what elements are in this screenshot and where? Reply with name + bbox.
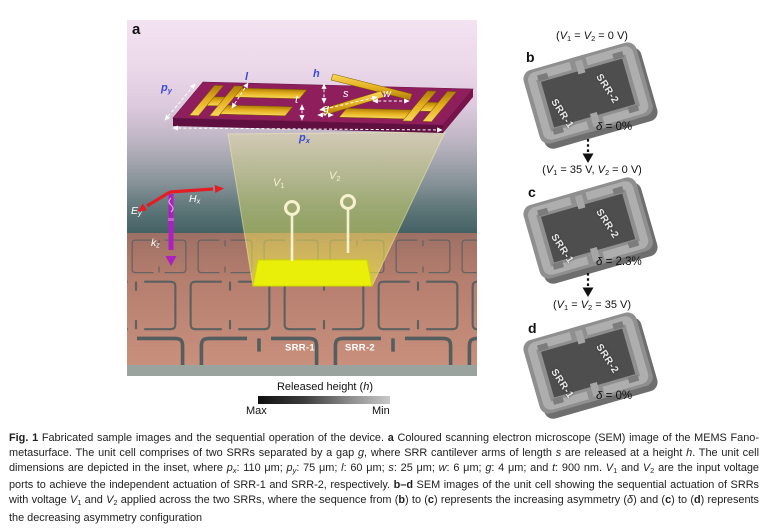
sequence-arrow-icon: [582, 273, 594, 297]
panel-b-letter: b: [526, 49, 535, 65]
dim-label-h: h: [313, 68, 320, 80]
dim-label-g: g: [323, 103, 330, 115]
axis-label-Hx: Hx: [189, 193, 201, 206]
dim-label-px: px: [299, 132, 310, 145]
dim-label-py: py: [161, 82, 172, 95]
colorbar-min-label: Min: [372, 405, 390, 417]
released-cantilever-upper: [330, 73, 413, 101]
panel-d-voltage-label: (V1 = V2 = 35 V): [552, 299, 632, 312]
dim-label-l: l: [245, 71, 249, 83]
sequence-arrow-icon: [582, 139, 594, 163]
panel-d-letter: d: [528, 320, 537, 336]
panel-a-letter: a: [132, 21, 141, 38]
colorbar-title: Released height (h): [276, 381, 374, 393]
axis-label-kz: kz: [151, 237, 160, 250]
dim-label-w: w: [383, 88, 391, 100]
srr2-label: SRR-2: [344, 342, 376, 354]
panel-a-graphic: [127, 73, 477, 378]
panel-b-delta-label: δ = 0%: [596, 121, 633, 133]
panel-a-sem-scene: a py l h px t g s w Ey Hx kz V1 V2 SRR-1…: [127, 20, 477, 378]
srr1-label: SRR-1: [284, 342, 316, 354]
colorbar-gradient: [258, 396, 390, 404]
panel-d-delta-label: δ = 0%: [596, 390, 633, 402]
port-label-v1: V1: [273, 177, 285, 190]
panel-b-sem-image: SRR-1 SRR-2: [520, 48, 658, 144]
field-axes: [137, 185, 224, 266]
voltage-ports: [284, 194, 356, 261]
colorbar-max-label: Max: [246, 405, 267, 417]
dim-label-t: t: [295, 94, 299, 106]
gold-srr-pattern: [189, 85, 457, 122]
panel-d-sem-image: SRR-1 SRR-2: [520, 318, 658, 414]
panel-c-voltage-label: (V1 = 35 V, V2 = 0 V): [542, 164, 642, 177]
figure-caption: Fig. 1 Fabricated sample images and the …: [9, 432, 760, 525]
axis-label-Ey: Ey: [131, 205, 142, 218]
dimension-arrows: [164, 82, 443, 133]
panel-c-delta-label: δ = 2.3%: [596, 256, 642, 268]
dim-label-s: s: [343, 88, 349, 100]
chip-side-band: [127, 365, 477, 376]
highlighted-unit-cell: [252, 259, 373, 287]
port-label-v2: V2: [329, 170, 341, 183]
panel-b-voltage-label: (V1 = V2 = 0 V): [556, 30, 628, 43]
panel-c-letter: c: [528, 184, 536, 200]
